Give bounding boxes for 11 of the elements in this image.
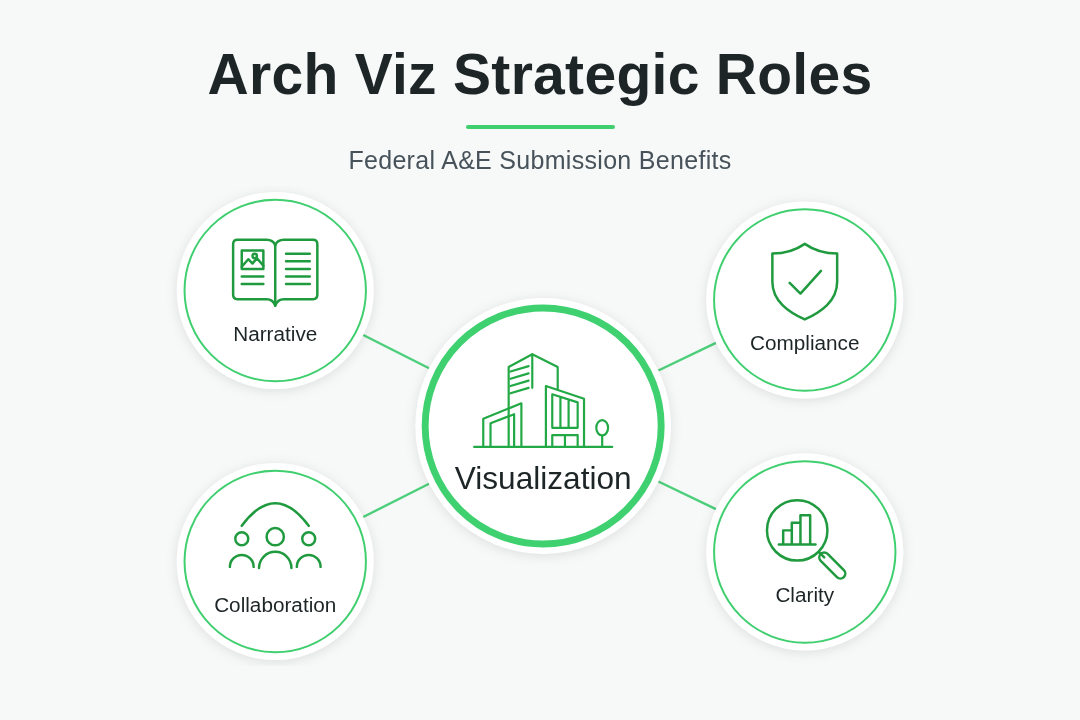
subtitle: Federal A&E Submission Benefits xyxy=(348,145,732,176)
connector xyxy=(657,480,717,511)
connector xyxy=(362,333,430,370)
connector xyxy=(362,482,430,519)
node-circle: Collaboration xyxy=(176,462,374,661)
title: Arch Viz Strategic Roles xyxy=(207,41,873,108)
node-circle: Narrative xyxy=(176,191,374,390)
node-circle: Visualization xyxy=(415,298,672,554)
node-circle: Compliance xyxy=(706,201,904,399)
connector xyxy=(657,341,717,372)
node-circle: Clarity xyxy=(706,453,904,651)
